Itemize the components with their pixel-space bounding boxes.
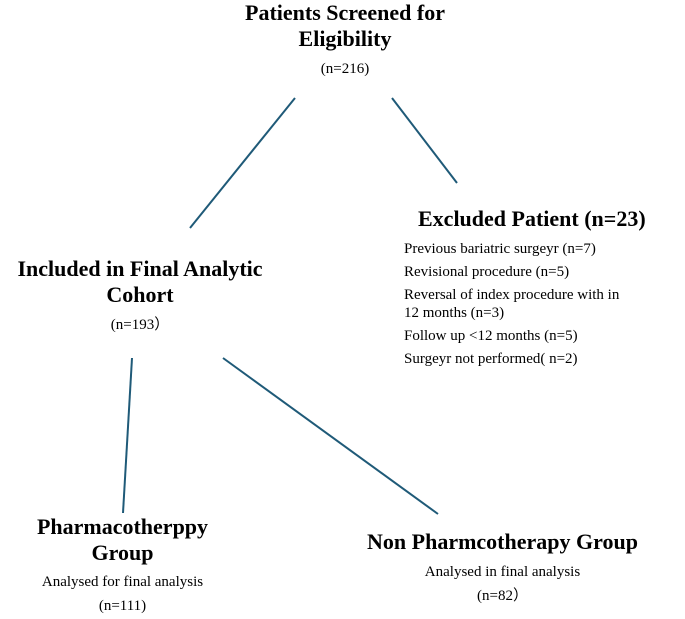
pharmaco-note: Analysed for final analysis xyxy=(41,574,204,590)
excluded-reason: Reversal of index procedure with in xyxy=(404,287,620,303)
excluded-reasons-list: Previous bariatric surgeyr (n=7) Revisio… xyxy=(404,240,685,368)
pharmaco-title-line1: Pharmacotherppy xyxy=(36,514,209,539)
excluded-reason: Surgeyr not performed( n=2) xyxy=(404,351,578,367)
included-count: (n=193） xyxy=(110,317,170,333)
connector-included-to-pharmaco xyxy=(122,357,133,514)
nonpharmaco-note: Analysed in final analysis xyxy=(424,564,581,580)
excluded-reason: Follow up <12 months (n=5) xyxy=(404,328,578,344)
included-title-line1: Included in Final Analytic xyxy=(17,256,263,281)
connector-included-to-nonpharmaco xyxy=(222,357,439,515)
pharmaco-title-line2: Group xyxy=(91,540,154,565)
excluded-reason: 12 months (n=3) xyxy=(404,305,505,321)
included-title-line2: Cohort xyxy=(106,282,174,307)
included-node: Included in Final Analytic Cohort (n=193… xyxy=(0,256,280,334)
excluded-title: Excluded Patient (n=23) xyxy=(418,206,646,231)
connector-screened-to-included xyxy=(189,97,296,229)
pharmaco-count: (n=111) xyxy=(98,598,147,614)
screened-title-line2: Eligibility xyxy=(298,26,392,51)
excluded-reason: Revisional procedure (n=5) xyxy=(404,264,570,280)
screened-count: (n=216) xyxy=(320,61,370,77)
nonpharmaco-node: Non Pharmcotherapy Group Analysed in fin… xyxy=(330,529,675,605)
pharmaco-node: Pharmacotherppy Group Analysed for final… xyxy=(0,514,245,615)
screened-node: Patients Screened for Eligibility (n=216… xyxy=(190,0,500,78)
excluded-node: Excluded Patient (n=23) Previous bariatr… xyxy=(404,206,685,373)
excluded-reason: Previous bariatric surgeyr (n=7) xyxy=(404,241,596,257)
nonpharmaco-title: Non Pharmcotherapy Group xyxy=(367,529,638,554)
screened-title-line1: Patients Screened for xyxy=(245,0,445,25)
nonpharmaco-count: (n=82） xyxy=(477,588,528,604)
connector-screened-to-excluded xyxy=(391,97,458,184)
